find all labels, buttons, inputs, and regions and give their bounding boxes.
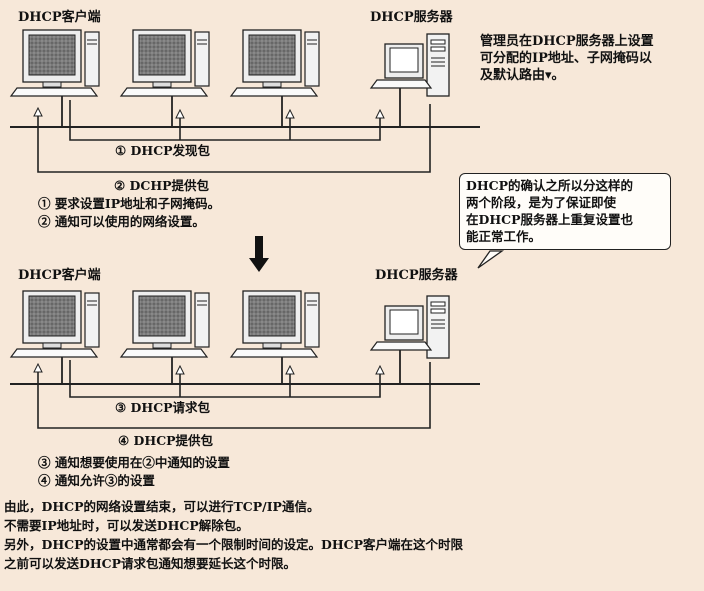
client-computer-1-b xyxy=(10,290,100,358)
server-label-b: DHCP服务器 xyxy=(375,268,458,283)
bottom-step-3: ③ 通知想要使用在②中通知的设置 xyxy=(38,455,230,470)
request-arrow xyxy=(69,360,380,398)
ack-arrow xyxy=(38,362,431,429)
server-computer-b xyxy=(370,295,450,359)
footer-line-2: 不需要IP地址时，可以发送DHCP解除包。 xyxy=(4,518,249,533)
client-label: DHCP客户端 xyxy=(18,10,101,25)
client-computer-2-b xyxy=(120,290,210,358)
ack-label: ④ DHCP提供包 xyxy=(118,433,214,448)
discover-arrow xyxy=(69,100,380,141)
down-arrow xyxy=(249,236,269,272)
client-computer-3 xyxy=(230,29,320,97)
client-label-b: DHCP客户端 xyxy=(18,268,101,283)
client-computer-3-b xyxy=(230,290,320,358)
server-computer xyxy=(370,33,450,97)
top-step-2: ② 通知可以使用的网络设置。 xyxy=(38,214,205,229)
server-label: DHCP服务器 xyxy=(370,10,453,25)
discover-label: ① DHCP发现包 xyxy=(112,143,214,159)
bottom-step-4: ④ 通知允许③的设置 xyxy=(38,473,155,488)
admin-note: 管理员在DHCP服务器上设置 可分配的IP地址、子网掩码以 及默认路由▾。 xyxy=(480,34,654,83)
top-step-1: ① 要求设置IP地址和子网掩码。 xyxy=(38,196,221,211)
request-label: ③ DHCP请求包 xyxy=(112,400,214,416)
footer-line-4: 之前可以发送DHCP请求包通知想要延长这个时限。 xyxy=(4,556,296,571)
footer-line-1: 由此，DHCP的网络设置结束，可以进行TCP/IP通信。 xyxy=(4,499,320,514)
footer-line-3: 另外，DHCP的设置中通常都会有一个限制时间的设定。DHCP客户端在这个时限 xyxy=(4,537,463,552)
client-computer-1 xyxy=(10,29,100,97)
offer-label: ② DCHP提供包 xyxy=(114,178,210,193)
offer-arrow xyxy=(38,104,431,173)
callout-note: DHCP的确认之所以分这样的 两个阶段，是为了保证即使 在DHCP服务器上重复设… xyxy=(459,173,671,250)
client-computer-2 xyxy=(120,29,210,97)
